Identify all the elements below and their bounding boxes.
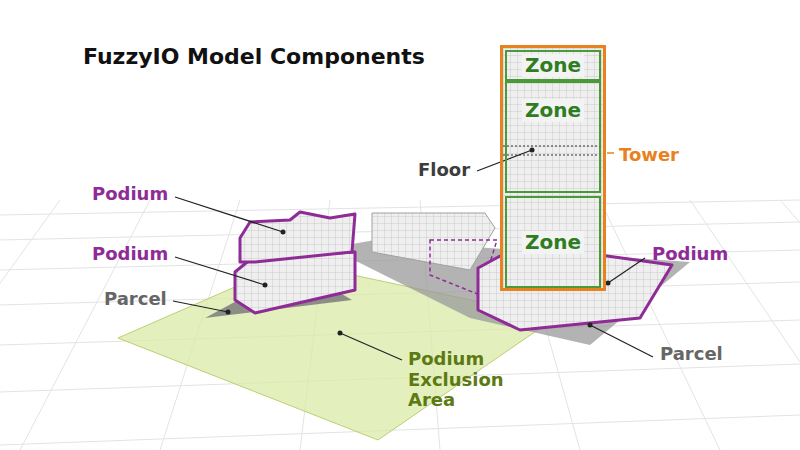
grid-line xyxy=(600,200,720,450)
leader-line xyxy=(173,301,228,312)
grid-line xyxy=(780,200,800,450)
tower-outline: TowerZoneZoneZone xyxy=(500,45,606,291)
parcel-label: Parcel xyxy=(660,344,723,365)
floor-label: Floor xyxy=(418,160,470,181)
floor-band xyxy=(503,145,603,146)
exclusion-area-label: Podium Exclusion Area xyxy=(408,349,528,411)
zone-label: Zone xyxy=(522,231,584,254)
tower-label: Tower xyxy=(619,145,679,166)
leader-dot xyxy=(226,310,231,315)
tower-leader xyxy=(607,152,614,154)
zone-box: Zone xyxy=(505,196,601,288)
zone-box: Zone xyxy=(505,50,601,81)
podium-label: Podium xyxy=(92,184,168,205)
leader-line xyxy=(340,333,402,360)
parcel-label: Parcel xyxy=(104,289,167,310)
leader-dots xyxy=(226,148,611,336)
ground-grid xyxy=(0,200,800,450)
tower-facade xyxy=(500,45,606,291)
grid-line xyxy=(20,200,150,450)
leader-line xyxy=(608,258,645,283)
podium-left-upper xyxy=(240,212,355,262)
back-building xyxy=(372,213,495,270)
leader-line xyxy=(175,257,265,285)
leader-dot xyxy=(606,281,611,286)
zone-box: Zone xyxy=(505,81,601,193)
grid-line xyxy=(690,200,800,450)
leader-dot xyxy=(530,148,535,153)
leader-line xyxy=(175,197,283,232)
zone-label: Zone xyxy=(522,99,584,122)
leader-dot xyxy=(281,230,286,235)
diagram-title: FuzzyIO Model Components xyxy=(83,44,425,70)
leader-dot xyxy=(338,331,343,336)
leader-dot xyxy=(263,283,268,288)
podium-label: Podium xyxy=(652,244,728,265)
leader-line xyxy=(590,325,653,357)
leader-dot xyxy=(588,323,593,328)
zone-label: Zone xyxy=(522,54,584,77)
grid-line xyxy=(0,200,60,450)
podium-label: Podium xyxy=(92,244,168,265)
leader-lines xyxy=(173,150,653,360)
